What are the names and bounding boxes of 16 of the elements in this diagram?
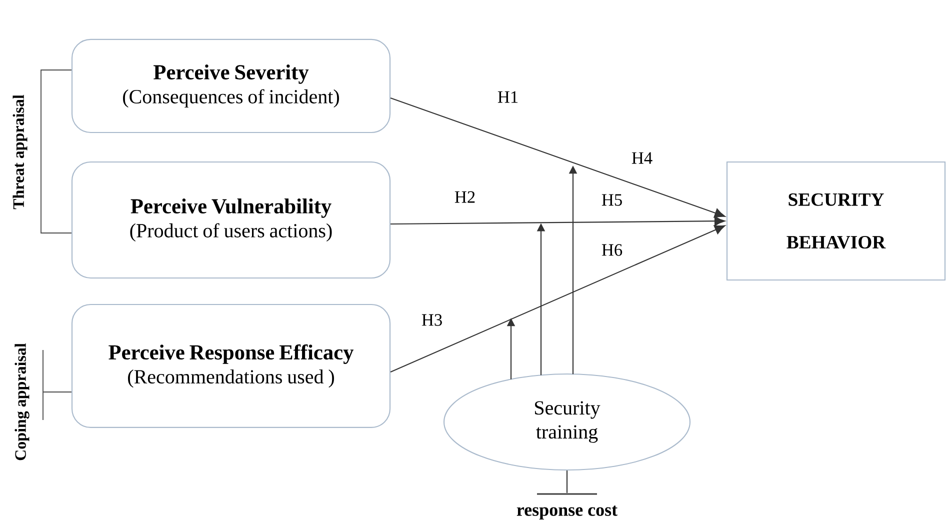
edge-label: H3 [420, 312, 444, 328]
group-label: Coping appraisal [14, 343, 30, 460]
outcome-box: SECURITY BEHAVIOR [726, 161, 946, 281]
arrow [390, 216, 726, 226]
hypothesis-label: H5 [600, 192, 624, 208]
group-label: Threat appraisal [12, 94, 28, 210]
arrow [390, 98, 726, 218]
construct-box: Perceive Response Efficacy (Recommendations used ) [71, 304, 391, 428]
hypothesis-label: H4 [630, 150, 654, 166]
hypothesis-label: H6 [600, 242, 624, 258]
arrow [390, 225, 726, 372]
construct-box: Perceive Vulnerability (Product of users actions) [71, 161, 391, 279]
caption-text: response cost [516, 506, 618, 520]
edge-label: H1 [496, 90, 520, 104]
edge-label: H2 [453, 190, 477, 204]
construct-box: Perceive Severity (Consequences of incident) [71, 38, 391, 134]
